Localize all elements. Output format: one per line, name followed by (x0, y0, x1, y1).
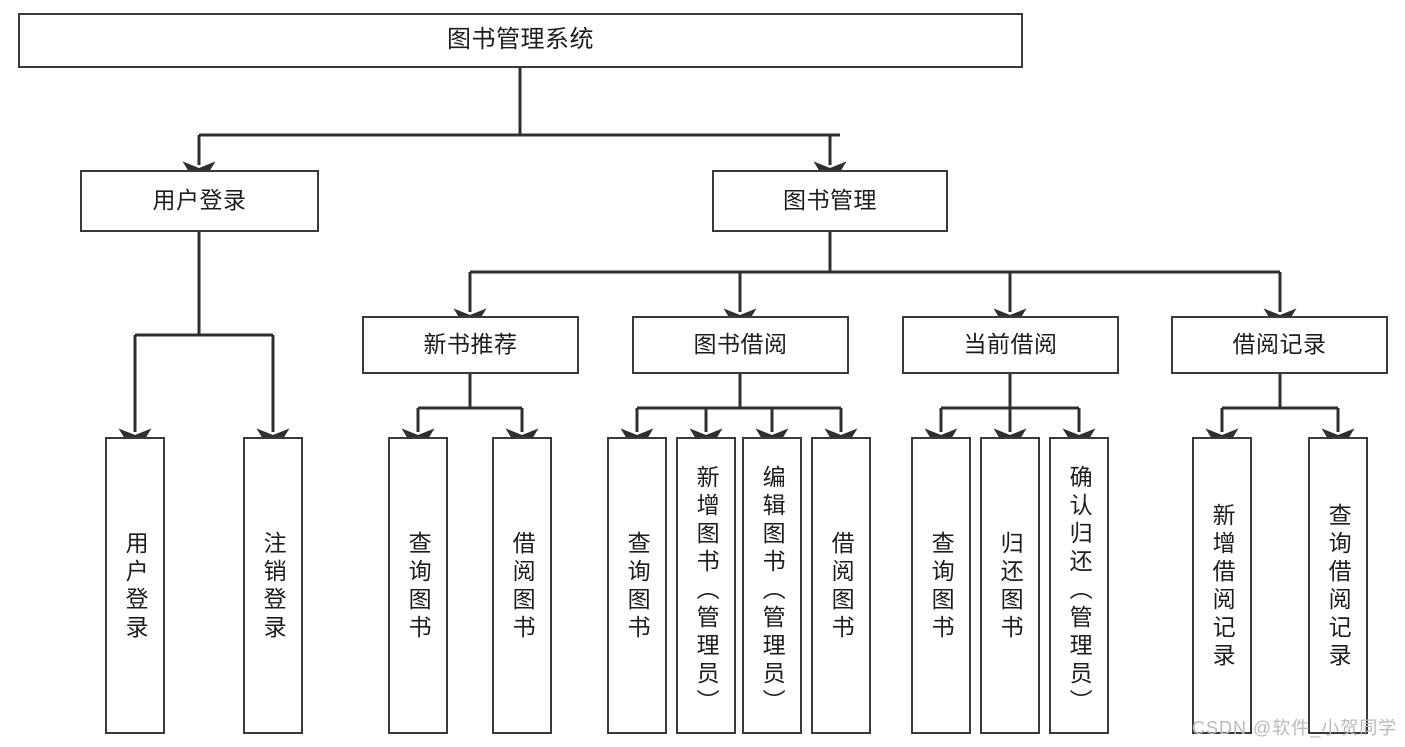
node-borrow-records[interactable]: 借阅记录 (1171, 316, 1388, 374)
node-root[interactable]: 图书管理系统 (18, 13, 1023, 68)
leaf-bb-query-books[interactable]: 查询图书 (607, 437, 667, 734)
node-new-book-recommend-label: 新书推荐 (423, 331, 518, 358)
leaf-logout[interactable]: 注销登录 (243, 437, 303, 734)
leaf-bb-borrow-books-label: 借阅图书 (828, 530, 855, 643)
node-book-borrow[interactable]: 图书借阅 (632, 316, 849, 374)
leaf-cb-confirm-return-admin-label: 确认归还（管理员） (1066, 464, 1093, 717)
leaf-cb-confirm-return-admin[interactable]: 确认归还（管理员） (1049, 437, 1109, 734)
leaf-cb-return-books-label: 归还图书 (997, 530, 1024, 643)
leaf-bb-edit-book-admin[interactable]: 编辑图书（管理员） (742, 437, 802, 734)
leaf-nb-borrow-books[interactable]: 借阅图书 (492, 437, 552, 734)
node-user-login[interactable]: 用户登录 (80, 170, 319, 232)
node-current-borrow[interactable]: 当前借阅 (902, 316, 1119, 374)
leaf-br-query-record-label: 查询借阅记录 (1325, 502, 1352, 671)
leaf-nb-query-books[interactable]: 查询图书 (388, 437, 448, 734)
leaf-br-query-record[interactable]: 查询借阅记录 (1308, 437, 1368, 734)
leaf-logout-label: 注销登录 (260, 530, 287, 643)
leaf-user-login[interactable]: 用户登录 (105, 437, 165, 734)
leaf-bb-query-books-label: 查询图书 (624, 530, 651, 643)
leaf-user-login-label: 用户登录 (122, 530, 149, 643)
node-borrow-records-label: 借阅记录 (1232, 331, 1327, 358)
leaf-cb-query-books-label: 查询图书 (928, 530, 955, 643)
leaf-nb-borrow-books-label: 借阅图书 (509, 530, 536, 643)
node-user-login-label: 用户登录 (152, 187, 247, 214)
leaf-br-add-record-label: 新增借阅记录 (1209, 502, 1236, 671)
node-book-management[interactable]: 图书管理 (712, 170, 948, 232)
leaf-cb-return-books[interactable]: 归还图书 (980, 437, 1040, 734)
leaf-bb-add-book-admin-label: 新增图书（管理员） (693, 464, 720, 717)
leaf-bb-add-book-admin[interactable]: 新增图书（管理员） (676, 437, 736, 734)
node-book-borrow-label: 图书借阅 (693, 331, 788, 358)
leaf-nb-query-books-label: 查询图书 (405, 530, 432, 643)
leaf-cb-query-books[interactable]: 查询图书 (911, 437, 971, 734)
node-root-label: 图书管理系统 (447, 26, 594, 54)
leaf-bb-borrow-books[interactable]: 借阅图书 (811, 437, 871, 734)
node-current-borrow-label: 当前借阅 (963, 331, 1058, 358)
node-book-management-label: 图书管理 (783, 187, 877, 214)
leaf-bb-edit-book-admin-label: 编辑图书（管理员） (759, 464, 786, 717)
node-new-book-recommend[interactable]: 新书推荐 (362, 316, 579, 374)
leaf-br-add-record[interactable]: 新增借阅记录 (1192, 437, 1252, 734)
